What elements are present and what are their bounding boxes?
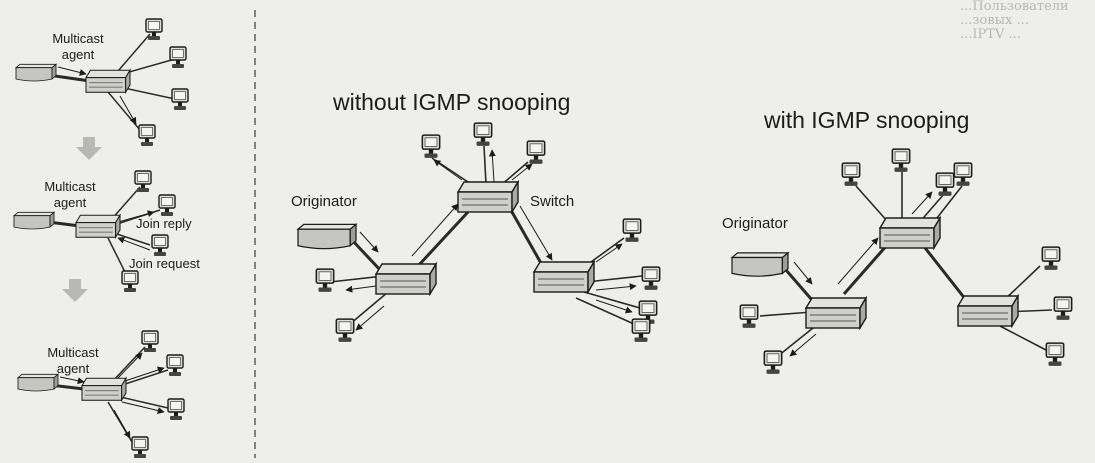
workstation	[421, 134, 441, 159]
workstation	[171, 88, 189, 111]
workstation	[315, 268, 335, 293]
workstation	[145, 18, 163, 41]
switch	[879, 217, 941, 249]
switch	[75, 214, 121, 238]
multicast-agent-label-line1: Multicast	[44, 179, 96, 194]
step-3: Multicast agent	[17, 330, 185, 459]
workstation	[1053, 296, 1073, 321]
workstation	[166, 354, 184, 377]
workstation	[641, 266, 661, 291]
bleed-line: ...зовых ...	[960, 13, 1029, 28]
multicast-agent-label-line1: Multicast	[47, 345, 99, 360]
workstation	[138, 124, 156, 147]
switch	[85, 69, 131, 93]
workstation	[935, 172, 955, 197]
with-snooping-title: with IGMP snooping	[763, 107, 969, 133]
workstation	[151, 234, 169, 257]
workstation	[526, 140, 546, 165]
bleed-line: ...Пользователи	[960, 0, 1069, 14]
switch	[375, 263, 437, 295]
switch	[457, 181, 519, 213]
workstation	[131, 436, 149, 459]
step-1: Multicast agent	[15, 18, 189, 147]
step-arrow	[62, 279, 88, 302]
multicast-agent-label-line2: agent	[57, 361, 90, 376]
workstation	[167, 398, 185, 421]
workstation	[891, 148, 911, 173]
workstation	[169, 46, 187, 69]
step-arrow	[76, 137, 102, 160]
switch	[805, 297, 867, 329]
step-2: Multicast agent Join reply Join request	[13, 170, 200, 293]
switch-label: Switch	[530, 193, 574, 210]
workstation	[631, 318, 651, 343]
workstation	[473, 122, 493, 147]
workstation	[763, 350, 783, 375]
switch	[957, 295, 1019, 327]
multicast-agent-server	[15, 63, 57, 82]
multicast-agent-label-line2: agent	[62, 47, 95, 62]
originator-label: Originator	[291, 193, 357, 210]
workstation	[121, 270, 139, 293]
workstation	[622, 218, 642, 243]
switch	[533, 261, 595, 293]
switch	[81, 377, 127, 401]
workstation	[1041, 246, 1061, 271]
workstation	[335, 318, 355, 343]
originator-server	[297, 223, 357, 250]
panel-with-snooping: with IGMP snooping Originator	[722, 107, 1073, 375]
panel-without-snooping: without IGMP snooping Originator Switch	[291, 89, 661, 343]
join-request-label: Join request	[129, 256, 200, 271]
workstation	[134, 170, 152, 193]
bleed-through-text: ...Пользователи ...зовых ... ...IPTV ...	[960, 0, 1095, 40]
workstation	[841, 162, 861, 187]
join-reply-label: Join reply	[136, 216, 192, 231]
originator-server	[731, 252, 789, 277]
multicast-agent-label-line2: agent	[54, 195, 87, 210]
multicast-agent-server	[17, 373, 59, 392]
multicast-agent-label-line1: Multicast	[52, 31, 104, 46]
workstation	[1045, 342, 1065, 367]
originator-label: Originator	[722, 215, 788, 232]
without-snooping-title: without IGMP snooping	[332, 89, 570, 115]
workstation	[141, 330, 159, 353]
workstation	[953, 162, 973, 187]
bleed-line: ...IPTV ...	[960, 27, 1021, 40]
multicast-agent-server	[13, 211, 55, 230]
workstation	[158, 194, 176, 217]
workstation	[739, 304, 759, 329]
